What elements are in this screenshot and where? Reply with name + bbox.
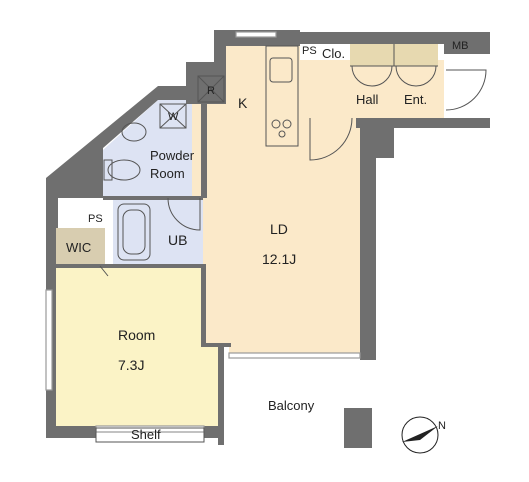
- powder-room-floor: [103, 100, 192, 196]
- labels: K R W Powder Room PS PS Clo. MB Hall Ent…: [66, 40, 469, 442]
- fridge-cross-2: [197, 75, 225, 103]
- pipe-space-top-label: PS: [302, 45, 317, 57]
- walls: [46, 30, 490, 448]
- floor-fills: [55, 44, 480, 450]
- fixtures: [95, 44, 438, 443]
- living-dining-size: 12.1J: [262, 251, 296, 267]
- bedroom-floor: [55, 266, 222, 428]
- wall-room-right-lower: [218, 345, 224, 445]
- compass-needle: [402, 426, 438, 442]
- shelf-label: Shelf: [131, 427, 161, 442]
- wall-ld-right: [360, 118, 376, 360]
- wall-wic-bottom: [55, 264, 203, 268]
- wall-top-right: [300, 32, 490, 44]
- meter-box-label: MB: [452, 40, 469, 52]
- shelf-unit: [95, 427, 205, 443]
- unit-bath-label: UB: [168, 232, 187, 248]
- wic-floor: [55, 228, 105, 266]
- door-swing-closet-2: [371, 65, 393, 87]
- pipe-space-left-label: PS: [88, 213, 103, 225]
- door-swing-closet-3: [395, 65, 417, 87]
- window-top: [235, 31, 277, 38]
- compass-circle: [401, 416, 439, 454]
- bathtub-inner: [122, 209, 146, 255]
- door-wic: [99, 265, 109, 277]
- washer-label: W: [168, 111, 179, 123]
- closet-label: Clo.: [322, 46, 345, 61]
- wall-right-hall: [444, 32, 490, 54]
- kitchen-counter: [265, 45, 299, 147]
- powder-room-label: Powder: [150, 148, 195, 163]
- wall-bath-right: [201, 104, 207, 198]
- door-swing-ub: [167, 197, 201, 231]
- window-ld-bottom: [228, 352, 361, 359]
- unit-bath-floor: [113, 198, 203, 264]
- hall-label: Hall: [356, 92, 379, 107]
- washer-cross-2: [159, 103, 187, 129]
- powder-room-label-2: Room: [150, 166, 185, 181]
- door-swing-ld: [309, 117, 353, 161]
- toilet-icon: [107, 159, 141, 181]
- compass-north-label: N: [438, 420, 446, 432]
- north-arrow-icon: N: [401, 416, 446, 454]
- doors: [99, 65, 487, 277]
- wall-room-right: [201, 264, 206, 346]
- wall-diagonal: [46, 86, 192, 228]
- wic-label: WIC: [66, 240, 91, 255]
- balcony-label: Balcony: [268, 398, 315, 413]
- wall-bath-divider: [103, 196, 203, 200]
- kitchen-sink-icon: [269, 57, 293, 83]
- bathtub-icon: [117, 203, 151, 261]
- door-swing-closet-1: [351, 65, 373, 87]
- washer-box: [159, 103, 187, 129]
- wall-room-step: [201, 343, 231, 347]
- toilet-tank: [103, 159, 113, 181]
- fridge-box: [197, 75, 225, 103]
- room-size: 7.3J: [118, 357, 144, 373]
- entrance-label: Ent.: [404, 92, 427, 107]
- living-dining-floor: [192, 46, 360, 356]
- kitchen-label: K: [238, 95, 248, 111]
- door-swing-entrance: [445, 69, 487, 111]
- basin-icon: [121, 122, 147, 142]
- window-left: [45, 289, 53, 391]
- fridge-label: R: [207, 85, 215, 97]
- stove-burner-icon-2: [282, 119, 292, 129]
- room-label: Room: [118, 327, 155, 343]
- wall-bottom: [46, 426, 96, 438]
- stove-burner-icon-3: [278, 130, 286, 138]
- wall-right-lower: [356, 118, 490, 128]
- entrance-floor: [444, 54, 480, 118]
- stove-burner-icon: [271, 119, 281, 129]
- wall-bottom-right: [204, 426, 224, 438]
- wall-balcony-column: [344, 408, 372, 448]
- door-swing-closet-4: [415, 65, 437, 87]
- hall-floor: [300, 60, 444, 118]
- living-dining-label: LD: [270, 221, 288, 237]
- wall-column-entrance: [372, 118, 394, 158]
